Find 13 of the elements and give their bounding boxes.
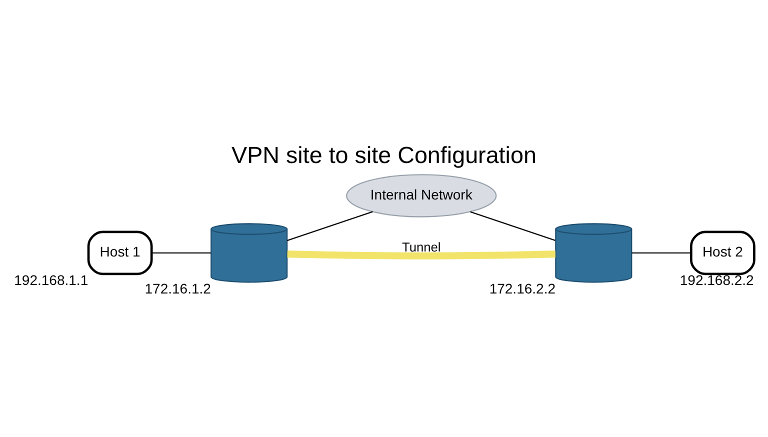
node-ellipse: Internal Network — [346, 174, 497, 218]
connector — [287, 250, 556, 260]
node-label: 192.168.1.1 — [14, 272, 88, 288]
edge-label: Tunnel — [402, 240, 441, 255]
node-label: 172.16.2.2 — [489, 280, 556, 296]
node-box: Host 2 — [690, 230, 756, 276]
node-box: Host 1 — [87, 230, 153, 276]
connector — [286, 211, 373, 242]
connector — [470, 211, 556, 241]
connector — [152, 252, 211, 254]
connector — [632, 252, 692, 254]
diagram-title: VPN site to site Configuration — [232, 142, 536, 168]
node-label: 172.16.1.2 — [144, 280, 211, 296]
